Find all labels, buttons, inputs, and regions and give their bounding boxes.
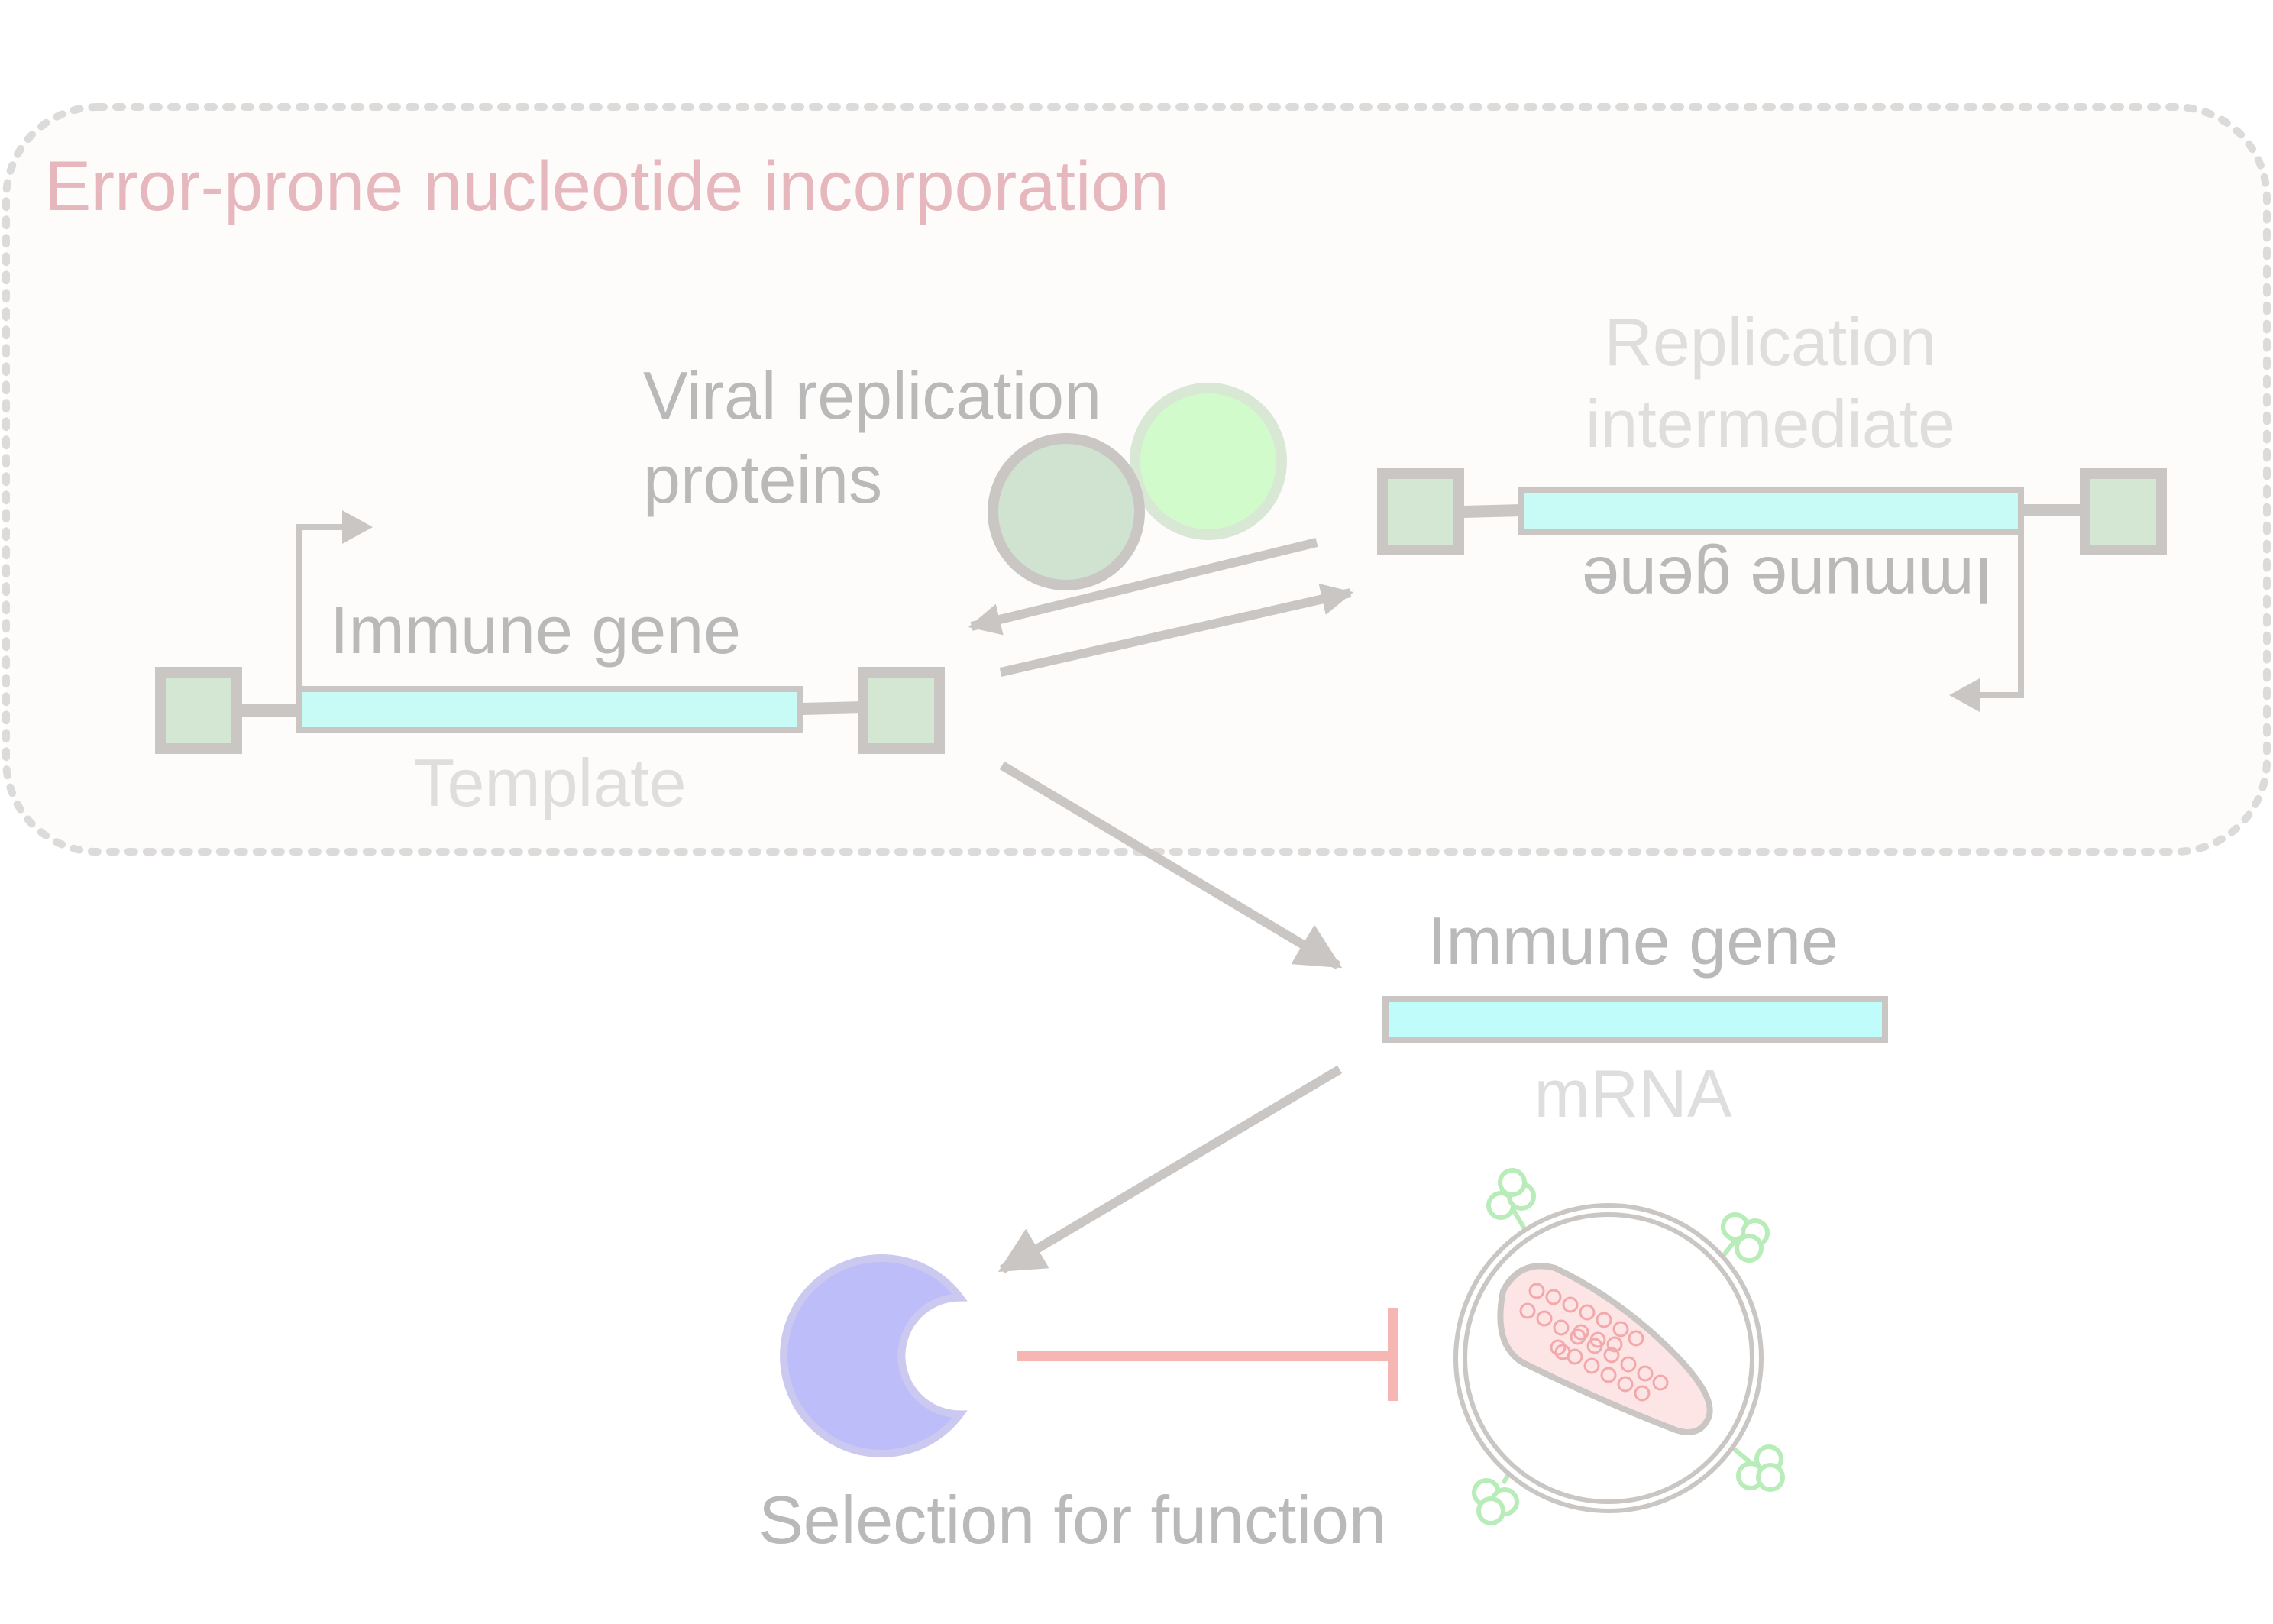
replication-intermediate: Replication intermediate Immune gene <box>1377 304 2167 712</box>
immune-gene-label-template: Immune gene <box>330 592 741 668</box>
virion-genome <box>1519 1283 1669 1402</box>
antibody-shape <box>780 1254 968 1457</box>
protein-light <box>1130 383 1287 540</box>
spike-bottom-left <box>1472 1448 1525 1525</box>
promoter-arrow <box>296 524 344 689</box>
ri-left-square <box>1377 468 1464 555</box>
viral-replication-proteins: Viral replication proteins <box>643 357 1287 590</box>
template-label: Template <box>413 745 686 820</box>
mrna-bar <box>1382 996 1888 1043</box>
translation-arrow <box>997 1065 1343 1274</box>
spike-bottom-right <box>1726 1441 1785 1492</box>
ri-gene-bar <box>1518 487 2024 535</box>
left-end-square <box>155 667 242 754</box>
viral-proteins-label-line2: proteins <box>643 442 882 517</box>
reverse-arrow <box>968 538 1318 636</box>
right-end-square <box>858 667 945 754</box>
mrna-label: mRNA <box>1534 1056 1731 1131</box>
immune-protein <box>780 1254 968 1457</box>
inhibition-bar <box>1017 1308 1398 1401</box>
immune-gene-label-mrna: Immune gene <box>1427 903 1838 979</box>
ri-left-linker <box>1463 504 1522 518</box>
panel-title: Error-prone nucleotide incorporation <box>44 147 1169 225</box>
right-linker <box>801 701 864 715</box>
forward-arrow <box>999 583 1354 677</box>
replication-label-line2: intermediate <box>1586 386 1955 461</box>
immune-gene-label-flipped: Immune gene <box>1582 543 1993 619</box>
selection-label: Selection for function <box>758 1482 1386 1558</box>
ri-right-square <box>2080 468 2167 555</box>
spike-top-left <box>1486 1168 1536 1233</box>
ri-promoter-arrowhead <box>1949 678 1980 712</box>
transcription-arrow <box>999 761 1343 970</box>
ri-promoter-arrow <box>1978 532 2024 698</box>
protein-dark <box>988 433 1145 590</box>
mrna-construct: Immune gene mRNA <box>1382 903 1888 1131</box>
template-gene-bar <box>296 686 803 733</box>
replication-label-line1: Replication <box>1604 304 1936 380</box>
virion-core <box>1497 1263 1713 1435</box>
promoter-arrowhead <box>342 510 373 544</box>
template-construct: Immune gene Template <box>155 510 945 820</box>
virion <box>1453 1168 1785 1525</box>
viral-proteins-label-line1: Viral replication <box>643 357 1101 433</box>
spike-top-right <box>1716 1212 1770 1263</box>
